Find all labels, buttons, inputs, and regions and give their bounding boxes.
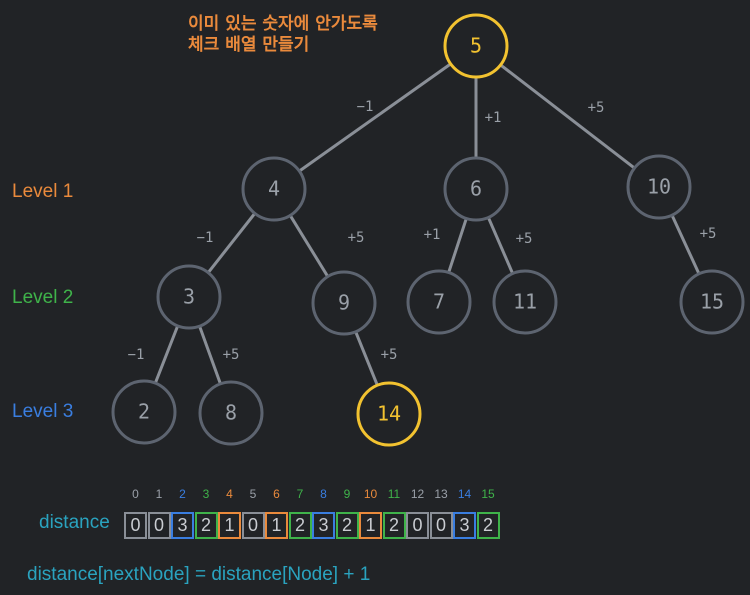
edge-6-11 bbox=[486, 216, 515, 275]
edge-4-9 bbox=[288, 214, 330, 278]
node-label: 9 bbox=[338, 291, 350, 315]
level-2-label: Level 2 bbox=[12, 287, 74, 308]
edge-label: +5 bbox=[348, 230, 365, 246]
distance-index: 15 bbox=[481, 487, 495, 501]
distance-index: 2 bbox=[179, 487, 186, 501]
node-label: 10 bbox=[647, 175, 671, 199]
distance-array-label: distance bbox=[39, 512, 110, 533]
edge-label: +5 bbox=[516, 231, 533, 247]
node-label: 8 bbox=[225, 401, 237, 425]
distance-index: 13 bbox=[434, 487, 448, 501]
distance-cell: 3 bbox=[171, 512, 194, 539]
distance-index: 12 bbox=[410, 487, 425, 501]
distance-cell: 3 bbox=[312, 512, 335, 539]
distance-index: 9 bbox=[343, 487, 351, 501]
node-circle bbox=[356, 381, 422, 447]
edge-label: −1 bbox=[197, 230, 214, 246]
edge-3-2 bbox=[153, 325, 180, 384]
distance-formula: distance[nextNode] = distance[Node] + 1 bbox=[27, 564, 371, 585]
node-circle bbox=[443, 13, 509, 79]
node-circle bbox=[111, 379, 177, 445]
distance-index: 11 bbox=[387, 487, 401, 501]
edge-10-15 bbox=[670, 214, 701, 275]
distance-index: 6 bbox=[273, 487, 280, 501]
edge-9-14 bbox=[354, 331, 379, 386]
node-circle bbox=[156, 264, 222, 330]
level-1-label: Level 1 bbox=[12, 181, 74, 202]
distance-cell: 1 bbox=[265, 512, 288, 539]
edge-label: +5 bbox=[223, 347, 240, 363]
distance-index: 14 bbox=[457, 487, 472, 501]
node-circle bbox=[406, 269, 472, 335]
distance-index: 5 bbox=[249, 487, 257, 501]
tree-node-15: 15 bbox=[679, 269, 745, 335]
distance-cell: 0 bbox=[406, 512, 429, 539]
distance-cell: 1 bbox=[218, 512, 241, 539]
tree-node-3: 3 bbox=[156, 264, 222, 330]
edge-label: −1 bbox=[357, 99, 374, 115]
distance-cell: 2 bbox=[476, 512, 500, 539]
edge-label: +1 bbox=[424, 227, 441, 243]
tree-node-4: 4 bbox=[241, 156, 307, 222]
distance-cell: 0 bbox=[124, 512, 147, 539]
distance-index: 8 bbox=[320, 487, 327, 501]
distance-cell: 2 bbox=[194, 512, 218, 539]
distance-index: 0 bbox=[132, 487, 139, 501]
tree-node-10: 10 bbox=[626, 154, 692, 220]
distance-index: 1 bbox=[155, 487, 163, 501]
node-label: 3 bbox=[183, 285, 195, 309]
distance-index: 10 bbox=[363, 487, 378, 501]
annotation-line-2: 체크 배열 만들기 bbox=[188, 35, 310, 55]
annotation-line-1: 이미 있는 숫자에 안가도록 bbox=[188, 14, 378, 34]
distance-index: 3 bbox=[202, 487, 210, 501]
node-label: 4 bbox=[268, 177, 280, 201]
edge-label: −1 bbox=[128, 347, 145, 363]
distance-cell: 1 bbox=[359, 512, 382, 539]
edge-3-8 bbox=[198, 325, 222, 385]
node-label: 15 bbox=[700, 290, 724, 314]
node-label: 2 bbox=[138, 400, 150, 424]
distance-cell: 2 bbox=[335, 512, 359, 539]
distance-index: 4 bbox=[226, 487, 233, 501]
tree-node-11: 11 bbox=[492, 269, 558, 335]
edge-4-3 bbox=[206, 212, 257, 274]
edge-label: +1 bbox=[485, 110, 502, 126]
tree-node-9: 9 bbox=[311, 270, 377, 336]
node-label: 5 bbox=[470, 34, 482, 58]
distance-cell: 0 bbox=[147, 512, 171, 539]
node-circle bbox=[679, 269, 745, 335]
node-label: 14 bbox=[377, 402, 401, 426]
tree-node-7: 7 bbox=[406, 269, 472, 335]
distance-cell: 3 bbox=[453, 512, 476, 539]
tree-node-5: 5 bbox=[443, 13, 509, 79]
distance-cell: 2 bbox=[288, 512, 312, 539]
edge-label: +5 bbox=[700, 226, 717, 242]
annotation-note: 이미 있는 숫자에 안가도록 체크 배열 만들기 bbox=[188, 14, 378, 56]
node-circle bbox=[443, 156, 509, 222]
distance-cell: 0 bbox=[241, 512, 265, 539]
node-circle bbox=[311, 270, 377, 336]
tree-node-6: 6 bbox=[443, 156, 509, 222]
node-label: 7 bbox=[433, 290, 445, 314]
distance-index: 7 bbox=[296, 487, 304, 501]
tree-node-8: 8 bbox=[198, 380, 264, 446]
node-circle bbox=[241, 156, 307, 222]
node-circle bbox=[626, 154, 692, 220]
tree-node-2: 2 bbox=[111, 379, 177, 445]
edge-5-4 bbox=[298, 62, 452, 173]
level-3-label: Level 3 bbox=[12, 401, 74, 422]
node-circle bbox=[198, 380, 264, 446]
node-label: 11 bbox=[513, 290, 537, 314]
distance-cell: 0 bbox=[429, 512, 453, 539]
edge-label: +5 bbox=[381, 347, 398, 363]
node-circle bbox=[492, 269, 558, 335]
node-label: 6 bbox=[470, 177, 482, 201]
tree-node-14: 14 bbox=[356, 381, 422, 447]
distance-cell: 2 bbox=[382, 512, 406, 539]
edge-label: +5 bbox=[588, 100, 605, 116]
edge-5-10 bbox=[499, 63, 636, 170]
edge-6-7 bbox=[447, 217, 468, 274]
